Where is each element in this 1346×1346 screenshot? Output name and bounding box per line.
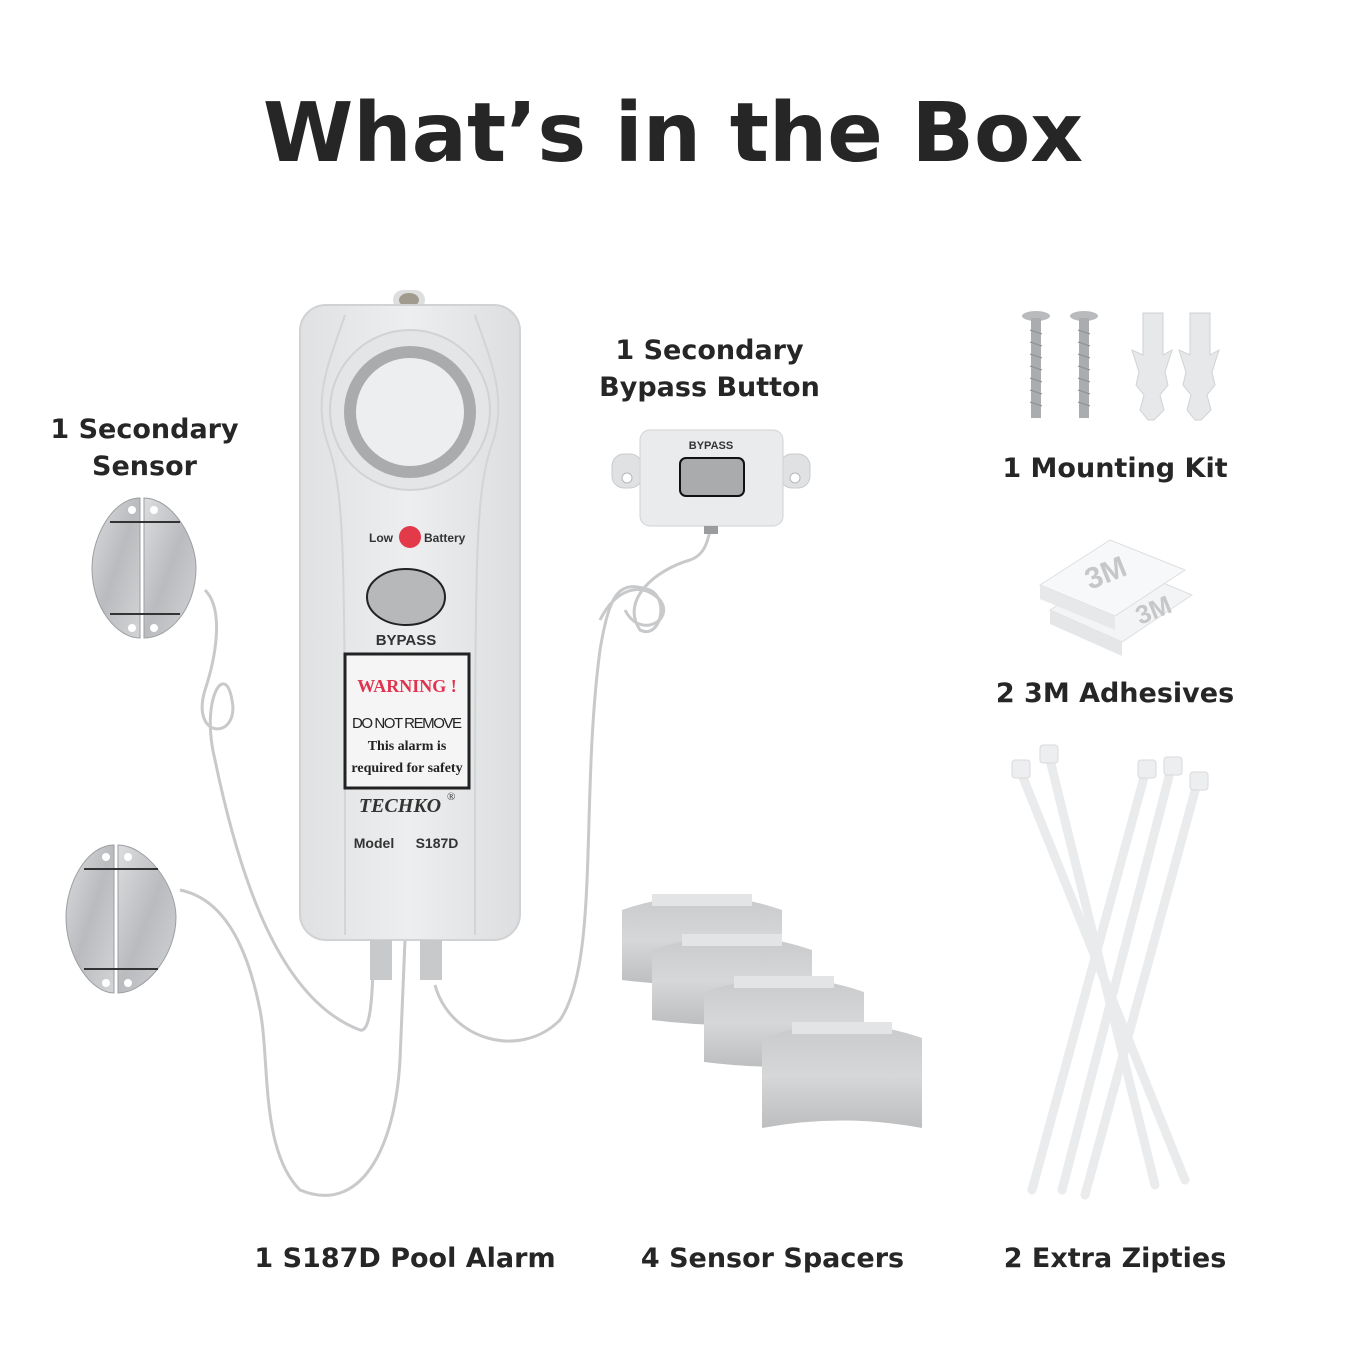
- low-label: Low: [369, 531, 394, 545]
- zipties-label: 2 Extra Zipties: [1003, 1243, 1227, 1274]
- pool-alarm-label: 1 S187D Pool Alarm: [254, 1243, 556, 1274]
- warning-line1: DO NOT REMOVE: [352, 715, 462, 732]
- page-title: What’s in the Box: [262, 86, 1084, 181]
- zipties-icon: [1011, 744, 1209, 1200]
- spacers-label: 4 Sensor Spacers: [640, 1243, 905, 1274]
- battery-label: Battery: [424, 531, 466, 545]
- sensor-label-line1: 1 Secondary: [50, 414, 239, 445]
- screw-icon: [1070, 311, 1098, 418]
- wall-anchor-icon: [1178, 312, 1220, 421]
- model-label: Model: [354, 835, 394, 851]
- brand-logo: TECHKO: [359, 795, 441, 817]
- adhesive-pads-icon: 3M 3M: [1038, 539, 1194, 656]
- adhesives-label: 2 3M Adhesives: [995, 678, 1235, 709]
- sensor-label: 1 Secondary Sensor: [42, 411, 247, 485]
- brand-registered-mark: ®: [447, 791, 455, 803]
- bypass-button-label-line1: 1 Secondary: [615, 335, 804, 366]
- secondary-bypass-button[interactable]: [679, 457, 745, 497]
- sensor-label-line2: Sensor: [92, 451, 197, 482]
- bypass-button-module: BYPASS: [611, 429, 811, 534]
- sensor-icon: [91, 497, 197, 639]
- sensor-icon: [65, 844, 177, 994]
- sensor-spacers-icon: [622, 894, 922, 1128]
- wires: [179, 529, 712, 1197]
- bypass-button-label-line2: Bypass Button: [599, 372, 820, 403]
- pool-alarm-device: Low Battery BYPASS WARNING ! DO NOT REMO…: [299, 290, 521, 980]
- bypass-button-label: 1 Secondary Bypass Button: [592, 332, 827, 406]
- module-bypass-label: BYPASS: [689, 440, 733, 452]
- wall-anchor-icon: [1131, 312, 1173, 421]
- mounting-kit-label: 1 Mounting Kit: [1002, 453, 1228, 484]
- warning-title: WARNING !: [357, 676, 457, 696]
- bypass-button[interactable]: [366, 568, 446, 626]
- warning-line3: required for safety: [351, 761, 462, 776]
- model-value: S187D: [416, 835, 459, 851]
- warning-line2: This alarm is: [368, 739, 447, 754]
- mounting-kit-icon: [1022, 311, 1220, 421]
- device-bypass-label: BYPASS: [376, 632, 437, 649]
- screw-icon: [1022, 311, 1050, 418]
